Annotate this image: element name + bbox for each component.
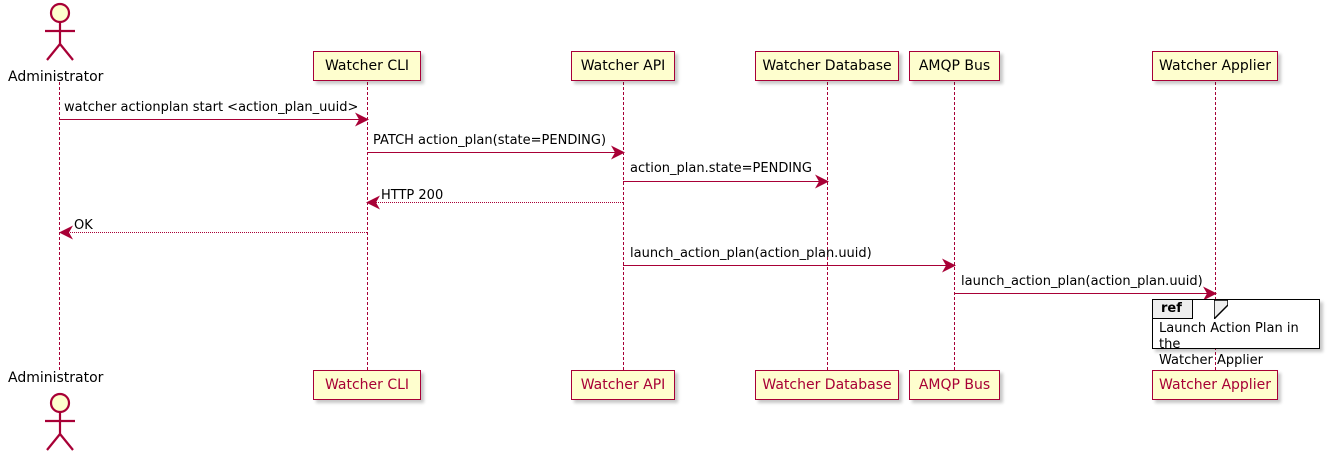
- participant-watcher-applier-top[interactable]: Watcher Applier: [1152, 51, 1278, 81]
- message-line-m3: [623, 181, 820, 182]
- message-arrowhead-m1: [355, 112, 369, 127]
- ref-fragment-tab-label: ref: [1161, 301, 1182, 316]
- message-label-m3: action_plan.state=PENDING: [630, 161, 812, 176]
- participant-label: Watcher API: [580, 377, 666, 393]
- ref-fragment-tab: ref: [1153, 300, 1193, 319]
- message-line-m6: [623, 265, 947, 266]
- message-arrowhead-m2: [611, 145, 625, 160]
- message-arrowhead-m4: [366, 195, 380, 210]
- lifeline-watcher-database: [827, 82, 828, 370]
- participant-label: Watcher Applier: [1159, 377, 1271, 393]
- message-label-m5: OK: [74, 218, 93, 233]
- participant-amqp-bus-top[interactable]: AMQP Bus: [909, 51, 1000, 81]
- participant-label: AMQP Bus: [918, 58, 991, 74]
- message-line-m4: [374, 202, 623, 203]
- message-label-m4: HTTP 200: [381, 188, 444, 203]
- participant-watcher-cli-bottom[interactable]: Watcher CLI: [313, 370, 421, 400]
- participant-label: Watcher API: [580, 58, 666, 74]
- participant-watcher-database-top[interactable]: Watcher Database: [755, 51, 899, 81]
- message-label-m6: launch_action_plan(action_plan.uuid): [630, 246, 872, 261]
- ref-fragment-body: Launch Action Plan in the Watcher Applie…: [1159, 321, 1299, 368]
- actor-administrator-bottom-label: Administrator: [8, 370, 104, 386]
- message-arrowhead-m7: [1203, 286, 1217, 301]
- actor-administrator-top-icon: [45, 2, 75, 61]
- participant-label: Watcher Applier: [1159, 58, 1271, 74]
- participant-label: AMQP Bus: [918, 377, 991, 393]
- message-label-m7: launch_action_plan(action_plan.uuid): [961, 274, 1203, 289]
- participant-label: Watcher Database: [762, 58, 892, 74]
- message-line-m7: [954, 293, 1208, 294]
- participant-watcher-api-top[interactable]: Watcher API: [571, 51, 675, 81]
- participant-label: Watcher CLI: [324, 377, 410, 393]
- lifeline-administrator: [59, 82, 60, 370]
- lifeline-watcher-applier: [1215, 82, 1216, 370]
- actor-administrator-bottom-icon: [45, 392, 75, 451]
- message-arrowhead-m5: [59, 225, 73, 240]
- participant-label: Watcher Database: [762, 377, 892, 393]
- message-arrowhead-m3: [815, 174, 829, 189]
- lifeline-watcher-cli: [367, 82, 368, 370]
- message-line-m2: [367, 152, 616, 153]
- participant-label: Watcher CLI: [324, 58, 410, 74]
- lifeline-watcher-api: [623, 82, 624, 370]
- message-label-m2: PATCH action_plan(state=PENDING): [373, 133, 607, 148]
- participant-watcher-applier-bottom[interactable]: Watcher Applier: [1152, 370, 1278, 400]
- ref-fragment: ref Launch Action Plan in the Watcher Ap…: [1152, 299, 1320, 368]
- participant-watcher-api-bottom[interactable]: Watcher API: [571, 370, 675, 400]
- participant-watcher-cli-top[interactable]: Watcher CLI: [313, 51, 421, 81]
- participant-amqp-bus-bottom[interactable]: AMQP Bus: [909, 370, 1000, 400]
- message-arrowhead-m6: [942, 258, 956, 273]
- lifeline-amqp-bus: [954, 82, 955, 370]
- participant-watcher-database-bottom[interactable]: Watcher Database: [755, 370, 899, 400]
- message-line-m1: [59, 119, 360, 120]
- ref-fragment-tab-corner-icon: [1214, 300, 1228, 319]
- message-label-m1: watcher actionplan start <action_plan_uu…: [64, 100, 359, 115]
- actor-administrator-top-label: Administrator: [8, 69, 104, 85]
- message-line-m5: [67, 232, 367, 233]
